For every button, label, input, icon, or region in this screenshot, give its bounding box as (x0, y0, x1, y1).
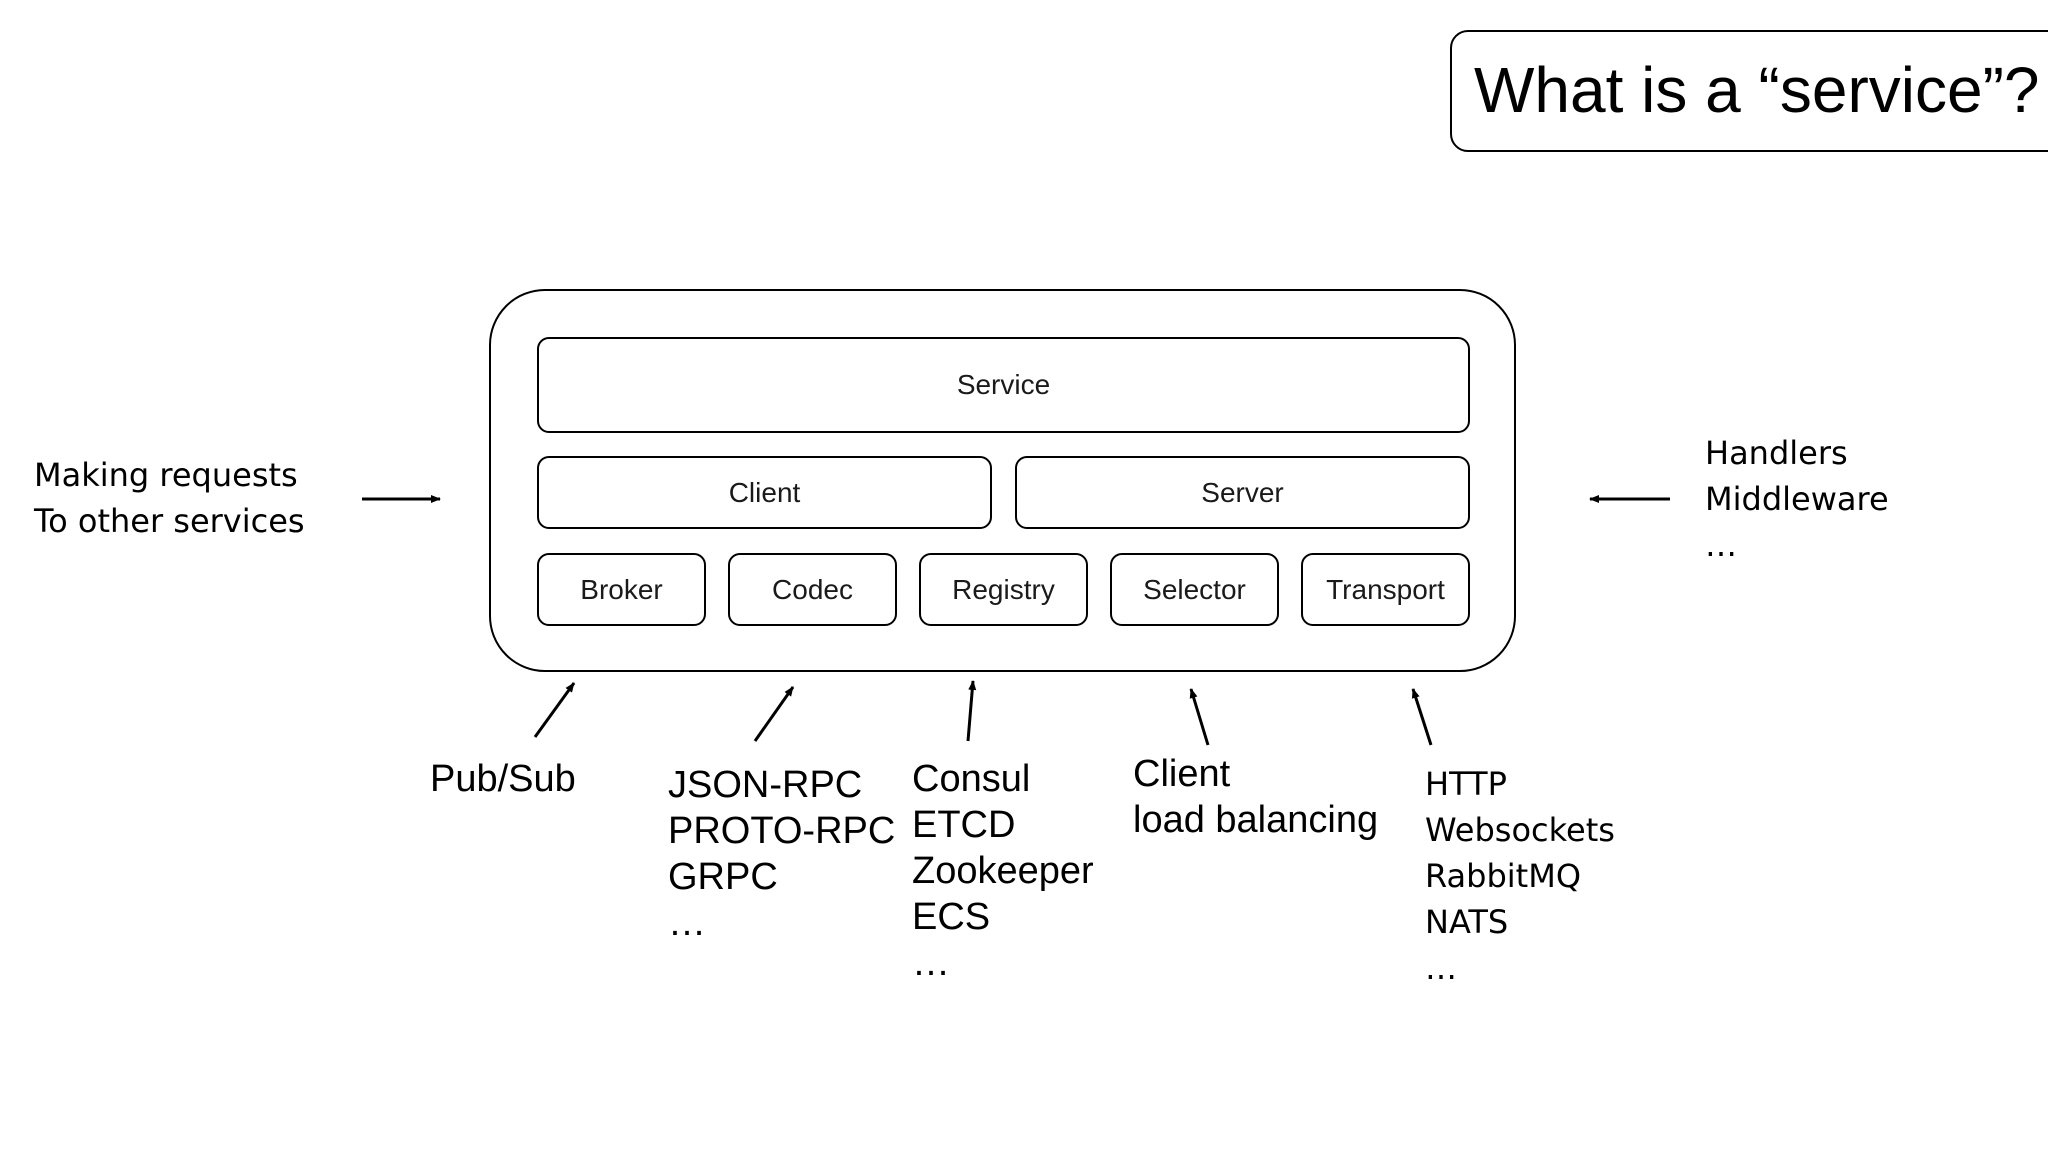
annotation-line: GRPC (668, 856, 778, 898)
annotation-line: Pub/Sub (430, 758, 576, 800)
annotation-line: HTTP (1425, 765, 1507, 803)
broker-annotation: Pub/Sub (430, 756, 576, 802)
annotation-line: Websockets (1425, 811, 1615, 849)
right-note-line: … (1705, 526, 1737, 564)
annotation-line: load balancing (1133, 799, 1379, 841)
annotation-line: ETCD (912, 804, 1016, 846)
registry-arrow (966, 680, 977, 742)
client-box: Client (537, 456, 992, 529)
left-note: Making requests To other services (34, 452, 305, 544)
right-note: Handlers Middleware … (1705, 430, 1889, 568)
annotation-line: … (912, 942, 950, 984)
selector-arrow (1189, 688, 1210, 746)
codec-annotation: JSON-RPC PROTO-RPC GRPC … (668, 762, 895, 946)
left-note-line: To other services (34, 502, 305, 540)
annotation-line: JSON-RPC (668, 764, 863, 806)
broker-arrow (533, 682, 576, 738)
transport-annotation: HTTP Websockets RabbitMQ NATS … (1425, 761, 1615, 991)
title-box: What is a “service”? (1450, 30, 2048, 152)
server-box: Server (1015, 456, 1470, 529)
annotation-line: … (1425, 949, 1457, 987)
annotation-line: NATS (1425, 903, 1509, 941)
annotation-line: Consul (912, 758, 1031, 800)
annotation-line: Zookeeper (912, 850, 1094, 892)
service-container: Service Client Server Broker Codec Regis… (489, 289, 1516, 672)
codec-box: Codec (728, 553, 897, 626)
right-note-line: Handlers (1705, 434, 1848, 472)
registry-annotation: Consul ETCD Zookeeper ECS … (912, 756, 1094, 986)
right-note-line: Middleware (1705, 480, 1889, 518)
annotation-line: ECS (912, 896, 991, 938)
annotation-line: Client (1133, 753, 1231, 795)
selector-annotation: Client load balancing (1133, 751, 1378, 843)
annotation-line: RabbitMQ (1425, 857, 1581, 895)
broker-box: Broker (537, 553, 706, 626)
transport-box: Transport (1301, 553, 1470, 626)
page-title: What is a “service”? (1474, 54, 2040, 126)
annotation-line: PROTO-RPC (668, 810, 896, 852)
left-note-line: Making requests (34, 456, 298, 494)
selector-box: Selector (1110, 553, 1279, 626)
registry-box: Registry (919, 553, 1088, 626)
service-box: Service (537, 337, 1470, 433)
transport-arrow (1411, 688, 1433, 746)
codec-arrow (753, 686, 795, 742)
annotation-line: … (668, 902, 706, 944)
